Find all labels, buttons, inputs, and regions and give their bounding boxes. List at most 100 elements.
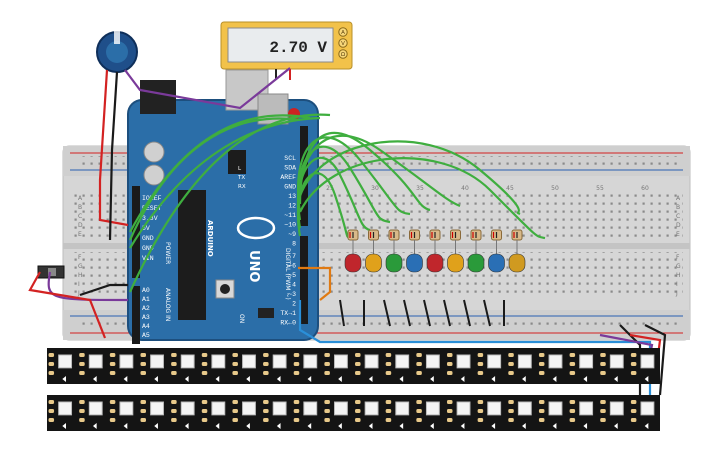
solder-pad [569, 400, 576, 404]
digital-pin-label: ~9 [288, 231, 296, 238]
solder-pad [416, 353, 422, 357]
solder-pad [508, 418, 514, 422]
power-pin-label: GND [142, 245, 154, 252]
solder-pad [630, 409, 637, 413]
arrow-left-icon [276, 376, 281, 382]
solder-pad [79, 400, 85, 404]
neopixel-led [88, 401, 103, 416]
solder-pad [324, 400, 330, 404]
breadboard-row-letter: D [676, 222, 681, 229]
breadboard-column-number: 50 [551, 185, 559, 192]
solder-pad [416, 409, 422, 413]
solder-pad [109, 400, 116, 404]
solder-pad [293, 371, 300, 375]
neopixel-led [609, 401, 624, 416]
solder-pad [416, 418, 422, 422]
arrow-left-icon [184, 376, 189, 382]
led-assembly [365, 229, 382, 273]
solder-pad [201, 409, 208, 413]
mode-button-label: V [341, 41, 345, 47]
neopixel-led [487, 354, 502, 369]
solder-pad [79, 362, 85, 366]
neopixel-led [548, 401, 563, 416]
neopixel-led [395, 401, 410, 416]
mode-button-2[interactable] [338, 49, 348, 59]
neopixel-led [303, 401, 318, 416]
digital-pin-label: 8 [292, 241, 296, 248]
breadboard-row-letter: B [676, 204, 680, 211]
digital-pin-label: RX←0 [280, 320, 296, 327]
power-pin-label: RESET [142, 205, 162, 212]
led-assembly [406, 229, 423, 273]
arrow-left-icon [430, 376, 434, 382]
arrow-left-icon [307, 376, 312, 382]
analog-section-label: ANALOG IN [164, 288, 171, 321]
solder-pad [48, 418, 55, 422]
solder-pad [477, 371, 484, 375]
mode-button-0[interactable] [338, 27, 348, 37]
digital-pin-label: TX→1 [280, 310, 296, 317]
solder-pad [508, 400, 514, 404]
solder-pad [538, 371, 545, 375]
breadboard-row-letter: C [676, 213, 680, 220]
mode-button-1[interactable] [338, 38, 348, 48]
arrow-left-icon [338, 376, 342, 382]
power-pin-label: VIN [142, 255, 154, 262]
neopixel-led [211, 401, 226, 416]
neopixel-led [333, 401, 348, 416]
solder-pad [201, 400, 208, 404]
digital-pin-label: 4 [292, 282, 296, 289]
led [406, 253, 423, 273]
arrow-left-icon [368, 376, 373, 382]
solder-pad [630, 400, 637, 404]
led [426, 253, 444, 273]
arrow-left-icon [644, 376, 649, 382]
led-assembly [508, 229, 526, 273]
solder-pad [630, 418, 637, 422]
solder-pad [263, 418, 269, 422]
led-assembly [426, 229, 444, 273]
onboard-led-label: L [238, 166, 242, 172]
breadboard-row-letter: C [78, 213, 82, 220]
arrow-left-icon [338, 423, 342, 429]
solder-pad [263, 400, 269, 404]
solder-pad [79, 371, 85, 375]
neopixel-led [88, 354, 103, 369]
digital-pin-label: 7 [292, 253, 296, 260]
solder-pad [263, 409, 269, 413]
solder-pad [140, 371, 146, 375]
solder-pad [446, 409, 453, 413]
arrow-left-icon [246, 376, 250, 382]
breadboard-row-letter: G [676, 263, 681, 270]
arrow-left-icon [460, 423, 465, 429]
onboard-led-label: TX [237, 175, 245, 181]
led [467, 253, 485, 273]
neopixel-led [487, 401, 502, 416]
solder-pad [600, 418, 606, 422]
solder-pad [263, 353, 269, 357]
arrow-left-icon [583, 423, 588, 429]
solder-pad [48, 362, 55, 366]
arrow-left-icon [614, 376, 618, 382]
digital-pin-label: SCL [284, 155, 296, 162]
solder-pad [355, 409, 361, 413]
green-wire-bundle [128, 113, 546, 293]
potentiometer[interactable] [96, 30, 138, 73]
analog-pin-label: A5 [142, 332, 150, 339]
solder-pad [140, 353, 146, 357]
neopixel-led [211, 354, 226, 369]
analog-pin-label: A1 [142, 296, 150, 303]
solder-pad [600, 353, 606, 357]
neopixel-led [640, 401, 655, 416]
solder-pad [109, 353, 116, 357]
solder-pad [109, 371, 116, 375]
solder-pad [569, 371, 576, 375]
slide-switch[interactable] [37, 265, 65, 279]
neopixel-led [272, 401, 287, 416]
solder-pad [385, 353, 392, 357]
breadboard-row-letter: E [676, 231, 680, 238]
neopixel-led [119, 401, 134, 416]
solder-pad [416, 400, 422, 404]
digital-pin-label: 13 [288, 193, 296, 200]
